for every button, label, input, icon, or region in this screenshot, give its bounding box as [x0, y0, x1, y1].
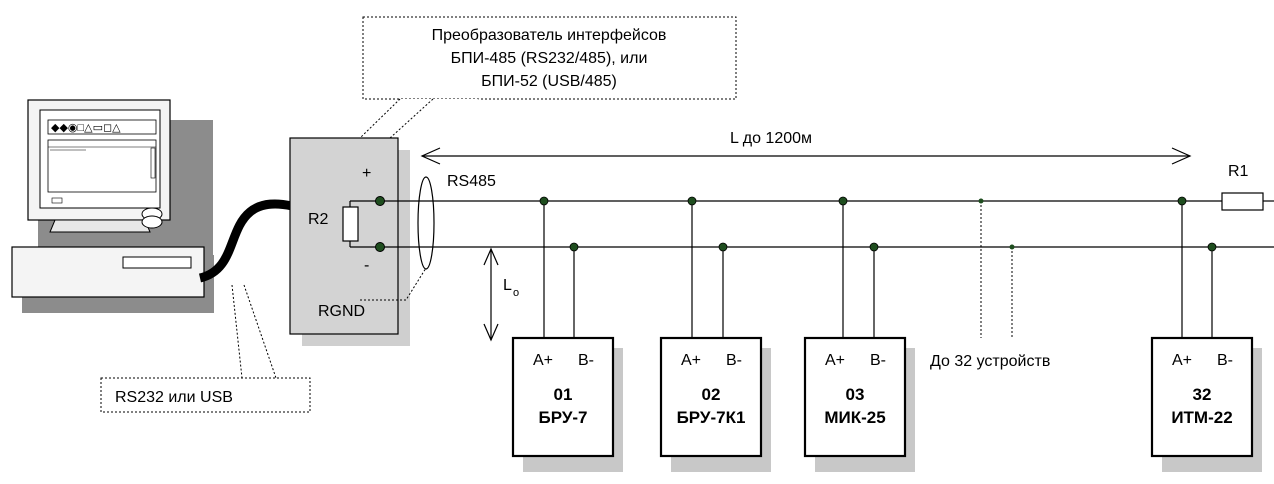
rs485-label: RS485	[447, 173, 496, 190]
tap-a-node	[687, 196, 697, 206]
tap-b-node	[718, 242, 728, 252]
device-pin-b: B-	[578, 352, 594, 369]
link-callout-label: RS232 или USB	[115, 389, 233, 406]
device-pin-b: B-	[726, 352, 742, 369]
r1-label: R1	[1228, 163, 1249, 180]
device-model: ИТМ-22	[1171, 408, 1232, 427]
r2-label: R2	[308, 211, 329, 228]
device-pin-b: B-	[870, 352, 886, 369]
tap-a-node	[1177, 196, 1187, 206]
ground-wire	[360, 267, 427, 301]
stub-length-subscript: o	[513, 287, 519, 299]
computer-icon: ◆◆◉□△▭◻△	[11, 99, 214, 313]
device-box	[659, 336, 763, 458]
minus-terminal-label: -	[364, 257, 369, 274]
length-arrow: L до 1200м	[420, 130, 1192, 165]
converter-callout-line2: БПИ-485 (RS232/485), или	[451, 50, 648, 67]
device-box	[803, 336, 907, 458]
device-model: БРУ-7	[538, 408, 587, 427]
device-box	[1150, 336, 1254, 458]
rgnd-label: RGND	[318, 303, 365, 320]
converter-callout: Преобразователь интерфейсов БПИ-485 (RS2…	[359, 16, 737, 139]
device-pin-a: A+	[681, 352, 701, 369]
link-callout: RS232 или USB	[100, 284, 311, 413]
converter-callout-line3: БПИ-52 (USB/485)	[481, 73, 617, 90]
stub-length-label: L	[503, 277, 512, 294]
device-address: 01	[554, 385, 573, 404]
device-address: 03	[846, 385, 865, 404]
device-pin-a: A+	[1172, 352, 1192, 369]
device-pin-a: A+	[533, 352, 553, 369]
tap-b-node	[869, 242, 879, 252]
cable-shield	[417, 176, 435, 270]
plus-terminal-label: +	[362, 165, 371, 182]
tap-b-node	[569, 242, 579, 252]
device-pin-a: A+	[825, 352, 845, 369]
device-model: БРУ-7К1	[677, 408, 746, 427]
device-capacity-label: До 32 устройств	[930, 353, 1050, 370]
device-box	[511, 336, 615, 458]
svg-text:◆◆◉□△▭◻△: ◆◆◉□△▭◻△	[51, 122, 121, 134]
more-devices-taps	[978, 198, 1015, 338]
device-address: 32	[1193, 385, 1212, 404]
tap-a-node	[539, 196, 549, 206]
r1-resistor	[1221, 192, 1264, 211]
tap-a-node	[838, 196, 848, 206]
r2-resistor	[342, 206, 359, 242]
device-pin-b: B-	[1217, 352, 1233, 369]
device-model: МИК-25	[824, 408, 885, 427]
tap-b-node	[1207, 242, 1217, 252]
stub-length-arrow: L o	[483, 247, 519, 342]
pc-cable	[198, 199, 293, 283]
length-label: L до 1200м	[730, 130, 812, 147]
converter-callout-line1: Преобразователь интерфейсов	[432, 27, 667, 44]
converter-box: + - R2 RGND	[289, 137, 410, 346]
device-address: 02	[702, 385, 721, 404]
